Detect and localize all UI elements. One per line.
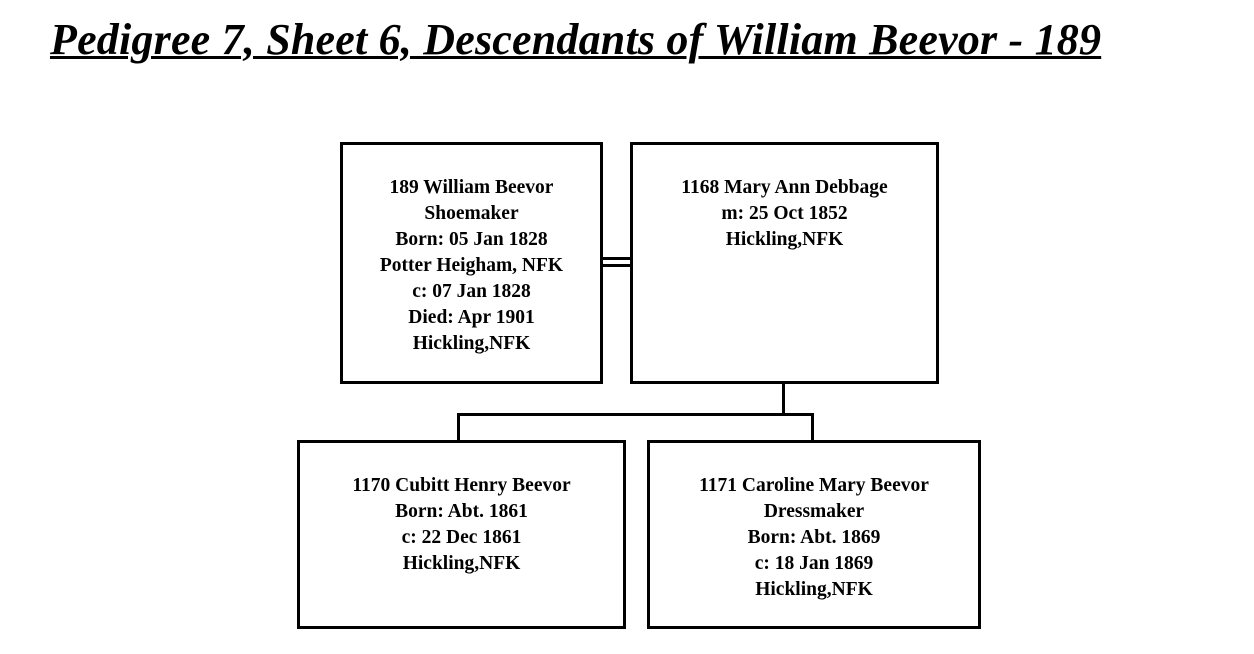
person-box-father: 189 William Beevor Shoemaker Born: 05 Ja… <box>340 142 603 384</box>
child1-drop-line <box>457 413 460 441</box>
person-christened: c: 18 Jan 1869 <box>754 553 874 574</box>
person-born: Born: 05 Jan 1828 <box>395 229 548 250</box>
person-died: Died: Apr 1901 <box>408 307 535 328</box>
descent-line <box>782 384 785 416</box>
person-born: Born: Abt. 1869 <box>747 527 881 548</box>
person-place: Hickling,NFK <box>402 553 521 574</box>
person-occupation: Dressmaker <box>763 501 865 522</box>
person-name: 1168 Mary Ann Debbage <box>681 177 888 198</box>
marriage-line-top <box>603 257 630 260</box>
person-christened: c: 07 Jan 1828 <box>412 281 531 302</box>
person-box-child2: 1171 Caroline Mary Beevor Dressmaker Bor… <box>647 440 981 629</box>
marriage-line-bottom <box>603 264 630 267</box>
person-box-child1: 1170 Cubitt Henry Beevor Born: Abt. 1861… <box>297 440 626 629</box>
child2-drop-line <box>811 413 814 441</box>
person-birthplace: Potter Heigham, NFK <box>379 255 564 276</box>
person-name: 1171 Caroline Mary Beevor <box>699 475 929 496</box>
page-title: Pedigree 7, Sheet 6, Descendants of Will… <box>50 15 1102 64</box>
person-occupation: Shoemaker <box>424 203 519 224</box>
person-name: 1170 Cubitt Henry Beevor <box>352 475 571 496</box>
person-place: Hickling,NFK <box>755 579 873 600</box>
person-name: 189 William Beevor <box>389 177 554 198</box>
person-box-mother: 1168 Mary Ann Debbage m: 25 Oct 1852 Hic… <box>630 142 939 384</box>
sibling-line <box>457 413 814 416</box>
person-christened: c: 22 Dec 1861 <box>401 527 522 548</box>
person-born: Born: Abt. 1861 <box>395 501 528 522</box>
marriage-date: m: 25 Oct 1852 <box>721 203 848 224</box>
person-deathplace: Hickling,NFK <box>412 333 531 354</box>
marriage-place: Hickling,NFK <box>725 229 844 250</box>
